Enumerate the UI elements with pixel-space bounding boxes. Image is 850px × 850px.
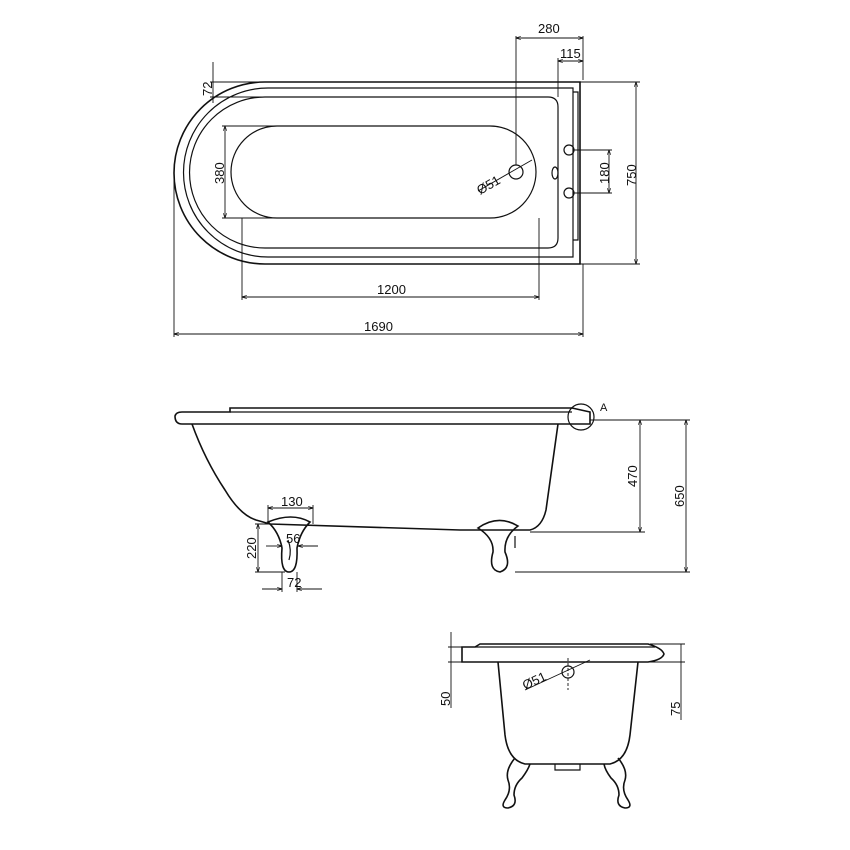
detail-a-label: A [600, 402, 608, 414]
end-left-leg [502, 757, 531, 809]
dim-650-label: 650 [672, 485, 687, 507]
end-dim-50-label: 50 [438, 692, 453, 706]
dim-1200-label: 1200 [377, 282, 406, 297]
waste-leader [477, 159, 533, 192]
tap-end-detail [573, 91, 579, 241]
dim-180-label: 180 [597, 162, 612, 184]
side-right-foot [476, 519, 520, 573]
dim-56-label: 56 [286, 531, 300, 546]
dim-380-label: 380 [212, 162, 227, 184]
dim-750-label: 750 [624, 164, 639, 186]
dim-470-label: 470 [625, 465, 640, 487]
end-rim [461, 643, 665, 663]
dim-115-label: 115 [560, 46, 581, 61]
end-dim-51-label: Ø51 [520, 669, 549, 693]
side-body [191, 423, 559, 531]
dim-72b-label: 72 [287, 575, 301, 590]
end-body [497, 661, 639, 765]
dim-130-label: 130 [281, 494, 303, 509]
dim-72-label: 72 [200, 82, 215, 96]
side-view: A 470 650 130 220 56 [174, 402, 690, 592]
side-rim [174, 407, 591, 425]
detail-a-circle [567, 403, 595, 431]
end-waste [554, 764, 581, 771]
dim-1690-label: 1690 [364, 319, 393, 334]
end-waste-leader [524, 659, 591, 691]
top-view: 280 115 72 380 Ø51 180 750 1200 [173, 21, 640, 337]
top-inner-edge [188, 96, 559, 249]
end-dim-75-label: 75 [668, 702, 683, 716]
end-right-leg [603, 757, 631, 809]
top-rim-inner [182, 87, 574, 258]
top-basin [230, 125, 537, 219]
overflow-hole [551, 166, 559, 180]
left-foot-detail [287, 539, 291, 561]
dim-280-label: 280 [538, 21, 560, 36]
dim-220-label: 220 [244, 537, 259, 559]
end-view: Ø51 50 75 [438, 632, 685, 809]
top-outer-rim [173, 81, 581, 265]
dim-51-label: Ø51 [474, 172, 503, 197]
